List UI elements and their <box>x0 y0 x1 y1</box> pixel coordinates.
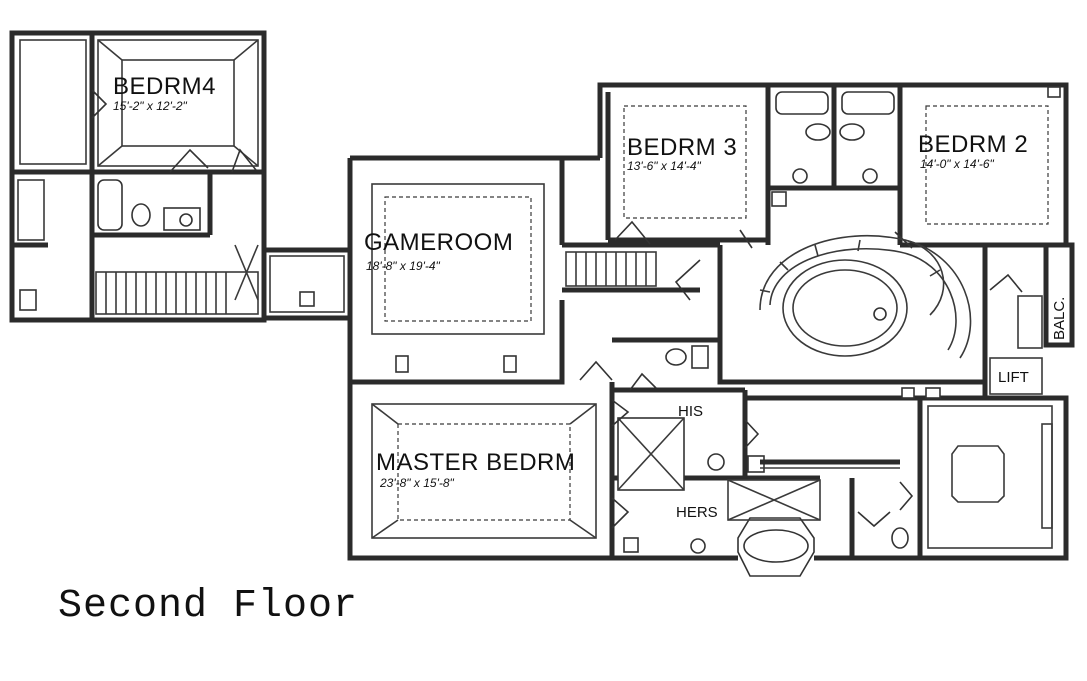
sitting-room <box>745 387 1069 561</box>
his-label: HIS <box>678 403 703 420</box>
gameroom-name: GAMEROOM <box>364 229 513 256</box>
master-dims: 23'-8" x 15'-8" <box>379 476 455 490</box>
lift-label: LIFT <box>998 369 1029 386</box>
stair-center <box>565 251 657 287</box>
connector-bridge <box>264 247 350 321</box>
sink-icon <box>690 538 706 554</box>
hers-label: HERS <box>676 504 718 521</box>
bedrm3-dims: 13'-6" x 14'-4" <box>627 159 702 173</box>
toilet-icon <box>891 527 909 549</box>
bedrm2-dims: 14'-0" x 14'-6" <box>920 157 995 171</box>
left-wing <box>9 30 267 323</box>
sink-icon <box>862 168 878 184</box>
room-labels: BEDRM4 15'-2" x 12'-2" BEDRM 3 13'-6" x … <box>113 73 1068 521</box>
central-corridor <box>562 242 720 301</box>
sink-icon <box>792 168 808 184</box>
bedrm4-dims: 15'-2" x 12'-2" <box>113 99 188 113</box>
toilet-icon <box>839 123 865 141</box>
bathtub-icon <box>775 91 829 115</box>
bedrm4-name: BEDRM4 <box>113 73 216 100</box>
toilet-icon <box>131 203 151 227</box>
closet-area <box>19 39 87 165</box>
stair-left <box>95 271 259 315</box>
right-bedroom-block <box>597 82 1069 249</box>
gameroom-dims: 18'-8" x 19'-4" <box>366 259 441 273</box>
lift-box <box>989 357 1043 395</box>
bedrm3-name: BEDRM 3 <box>627 134 737 161</box>
master-name: MASTER BEDRM <box>376 449 575 476</box>
floor-title: Second Floor <box>58 584 359 629</box>
bathtub-icon <box>97 179 123 231</box>
toilet-icon <box>665 348 687 366</box>
left-wing-outline <box>9 30 267 323</box>
bathtub-icon <box>841 91 895 115</box>
balc-label: BALC. <box>1051 297 1068 340</box>
toilet-icon <box>805 123 831 141</box>
spiral-staircase <box>717 234 985 385</box>
gameroom <box>347 155 600 385</box>
sink-icon <box>707 453 725 471</box>
bedrm2-name: BEDRM 2 <box>918 131 1028 158</box>
balcony-lift <box>982 242 1075 398</box>
